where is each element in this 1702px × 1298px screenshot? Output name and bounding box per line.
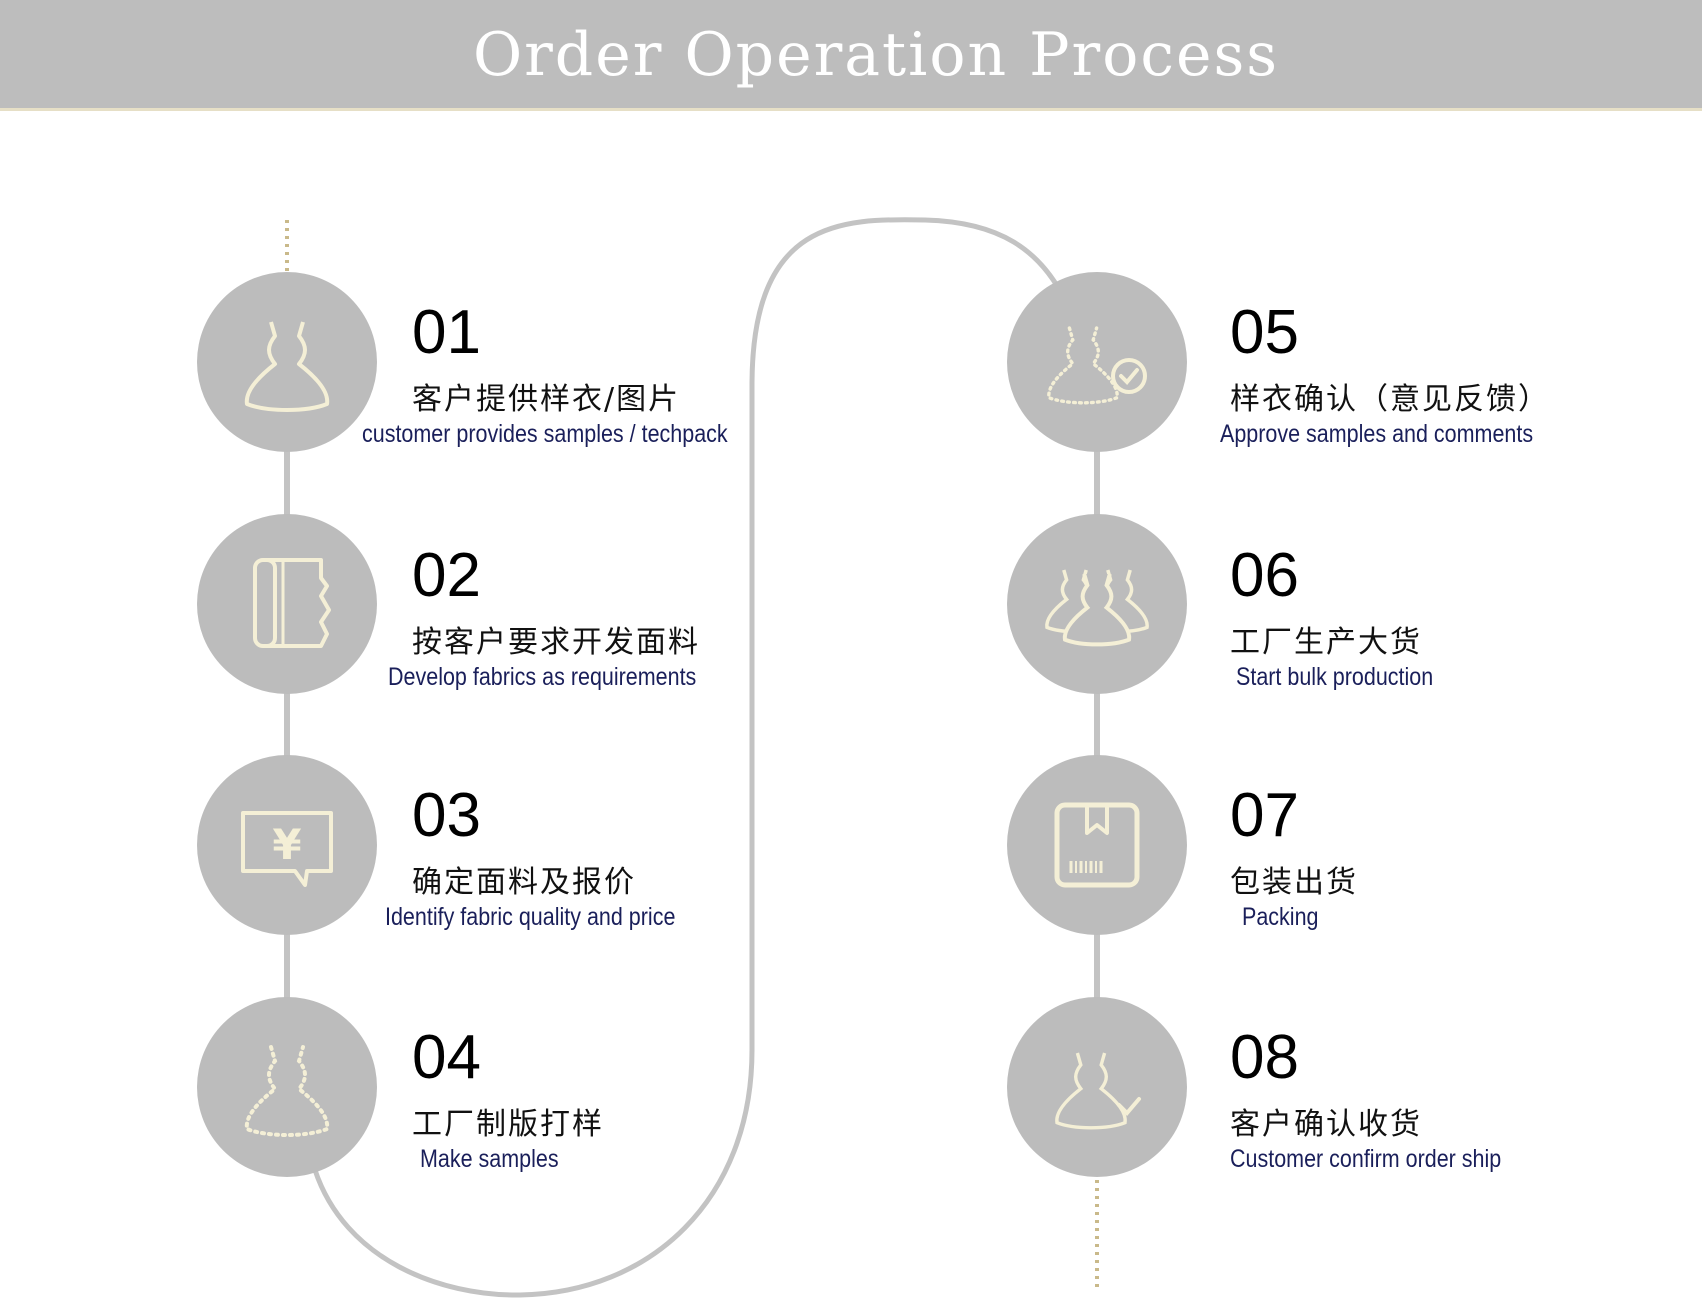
- step-number: 04: [412, 1023, 481, 1092]
- step-title-english: Start bulk production: [1236, 663, 1434, 691]
- step-title-chinese: 工厂制版打样: [412, 1107, 604, 1142]
- step-node-03: ¥: [197, 755, 377, 935]
- step-text-03: 03 确定面料及报价 Identify fabric quality and pri…: [385, 781, 723, 932]
- step-circle-08: [1007, 997, 1187, 1177]
- step-text-01: 01 客户提供样衣/图片 customer provides samples / t…: [362, 298, 787, 449]
- step-title-chinese: 客户提供样衣/图片: [412, 382, 681, 417]
- step-title-english: Approve samples and comments: [1220, 420, 1534, 448]
- package-box-icon: [1054, 802, 1140, 888]
- step-title-chinese: 按客户要求开发面料: [412, 625, 700, 660]
- dresses-group-icon: [1045, 569, 1149, 647]
- step-node-02: [197, 514, 377, 694]
- dress-received-icon: [1055, 1052, 1141, 1130]
- step-node-04: [197, 997, 377, 1177]
- step-title-chinese: 工厂生产大货: [1230, 625, 1422, 660]
- step-title-english: Packing: [1242, 903, 1319, 931]
- step-title-chinese: 包装出货: [1230, 865, 1358, 900]
- step-circle-03: [197, 755, 377, 935]
- step-title-chinese: 确定面料及报价: [412, 865, 636, 900]
- dress-icon: [244, 321, 330, 412]
- yen-price-icon: ¥: [241, 811, 333, 887]
- step-circle-01: [197, 272, 377, 452]
- step-number: 06: [1230, 541, 1299, 610]
- step-text-02: 02 按客户要求开发面料 Develop fabrics as requiremen…: [388, 541, 747, 692]
- step-circle-04: [197, 997, 377, 1177]
- step-number: 02: [412, 541, 481, 610]
- dress-check-icon: [1047, 326, 1147, 405]
- step-number: 05: [1230, 298, 1299, 367]
- step-circle-02: [197, 514, 377, 694]
- step-node-01: [197, 272, 377, 452]
- step-number: 08: [1230, 1023, 1299, 1092]
- step-title-english: Make samples: [420, 1145, 559, 1173]
- dotted-dress-icon: [244, 1045, 330, 1137]
- step-circle-07: [1007, 755, 1187, 935]
- step-circle-05: [1007, 272, 1187, 452]
- step-title-english: customer provides samples / techpack: [362, 420, 728, 448]
- step-title-chinese: 样衣确认（意见反馈）: [1230, 382, 1550, 417]
- step-title-english: Customer confirm order ship: [1230, 1145, 1502, 1173]
- s-curve-connector: [312, 217, 1068, 1298]
- header-bar: Order Operation Process: [0, 0, 1702, 111]
- step-text-05: 05 样衣确认（意见反馈） Approve samples and comments: [1220, 298, 1584, 449]
- fabric-roll-icon: [253, 558, 331, 648]
- step-title-english: Identify fabric quality and price: [385, 903, 676, 931]
- step-title-chinese: 客户确认收货: [1230, 1107, 1422, 1142]
- step-node-08: [1007, 997, 1187, 1177]
- svg-text:¥: ¥: [272, 820, 301, 869]
- step-node-05: [1007, 272, 1187, 452]
- step-number: 07: [1230, 781, 1299, 850]
- step-number: 03: [412, 781, 481, 850]
- step-node-06: [1007, 514, 1187, 694]
- step-title-english: Develop fabrics as requirements: [388, 663, 697, 691]
- step-node-07: [1007, 755, 1187, 935]
- page-title: Order Operation Process: [472, 20, 1280, 90]
- step-number: 01: [412, 298, 481, 367]
